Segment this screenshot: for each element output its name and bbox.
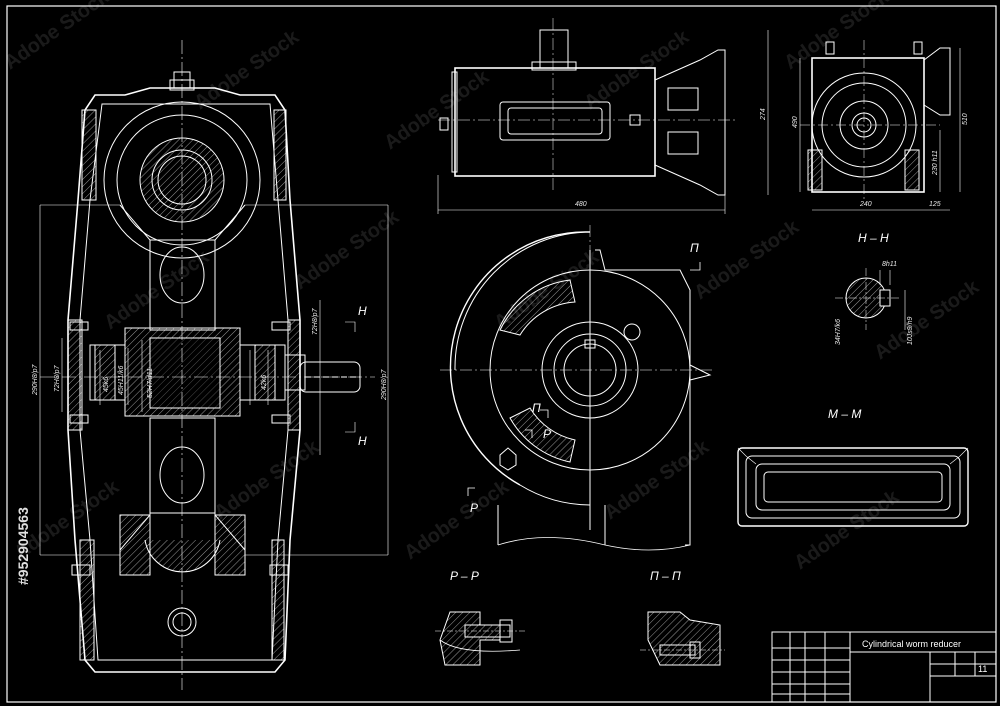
dim-side-shaft: 230 h11: [932, 150, 939, 176]
title-block-title: Cylindrical worm reducer: [862, 639, 961, 649]
dim-side-height: 510: [962, 113, 969, 125]
dim-main-d1: 290H8/p7: [32, 364, 39, 396]
watermark-text: Adobe Stock: [0, 0, 113, 74]
watermark-text: Adobe Stock: [600, 435, 713, 524]
watermark-text: Adobe Stock: [780, 0, 893, 74]
dim-main-d8: 42k6: [261, 375, 268, 390]
dim-main-d5: 52H7/d11: [147, 368, 154, 398]
section-h-h-view: [835, 268, 906, 330]
watermark-text: Adobe Stock: [490, 245, 603, 334]
cut-label-p-bottom: P: [470, 501, 478, 515]
main-section-view: [67, 71, 361, 673]
watermark-text: Adobe Stock: [400, 475, 513, 564]
main-dimension-lines: [39, 40, 389, 690]
title-block-sheet-number: 11: [978, 664, 987, 674]
section-label-h-h: H – H: [858, 231, 889, 245]
stock-id: #952904563: [15, 507, 31, 585]
watermark-text: Adobe Stock: [690, 215, 803, 304]
title-block: [771, 631, 997, 703]
cut-label-h-top: H: [358, 304, 367, 318]
drawing-frame: [6, 5, 997, 703]
section-label-p-p: P – P: [450, 569, 479, 583]
watermark-text: Adobe Stock: [290, 205, 403, 294]
dim-top-width: 480: [575, 201, 587, 208]
watermark-layer: Adobe Stock Adobe Stock Adobe Stock Adob…: [0, 0, 983, 574]
dim-main-d7: 45k6: [103, 377, 110, 392]
section-label-m-m: M – M: [828, 407, 861, 421]
section-pi-pi-view: [640, 611, 725, 666]
side-view-dimensions: [799, 48, 961, 211]
watermark-text: Adobe Stock: [380, 65, 493, 154]
section-p-p-view: [435, 611, 525, 666]
cut-label-h-bottom: H: [358, 434, 367, 448]
dim-side-width: 240: [859, 201, 872, 208]
cut-label-pi-top: П: [690, 241, 699, 255]
watermark-text: Adobe Stock: [210, 435, 323, 524]
side-view: [800, 40, 951, 200]
section-m-m-view: [737, 447, 969, 527]
dim-main-d2: 290H8/p7: [381, 369, 388, 401]
cut-label-p-inner: P: [543, 427, 551, 441]
section-label-pi-pi: П – П: [650, 569, 681, 583]
watermark-text: Adobe Stock: [870, 275, 983, 364]
dim-hh-key: 8h11: [882, 261, 897, 268]
front-section-view: [440, 225, 715, 551]
dim-main-d4: 72H8/p7: [312, 307, 319, 335]
dim-side-height-left: 490: [792, 116, 799, 128]
dim-hh-d1: 34H7/k6: [835, 319, 842, 345]
cut-label-pi-inner: П: [532, 401, 541, 415]
main-dimension-texts: 290H8/p7 290H8/p7 72H8/p7 72H8/p7 52H7/d…: [32, 304, 388, 448]
dim-hh-d2: 10Js9/h9: [907, 316, 914, 345]
watermark-text: Adobe Stock: [190, 25, 303, 114]
watermark-text: Adobe Stock: [100, 245, 213, 334]
dim-top-height: 274: [760, 108, 767, 121]
watermark-text: Adobe Stock: [580, 25, 693, 114]
top-view-dimensions: [437, 30, 769, 214]
dim-side-offset: 125: [929, 201, 941, 208]
dim-main-d6: 45H11/k6: [118, 365, 125, 395]
watermark-text: Adobe Stock: [790, 485, 903, 574]
dim-main-d3: 72H8/p7: [54, 364, 61, 392]
